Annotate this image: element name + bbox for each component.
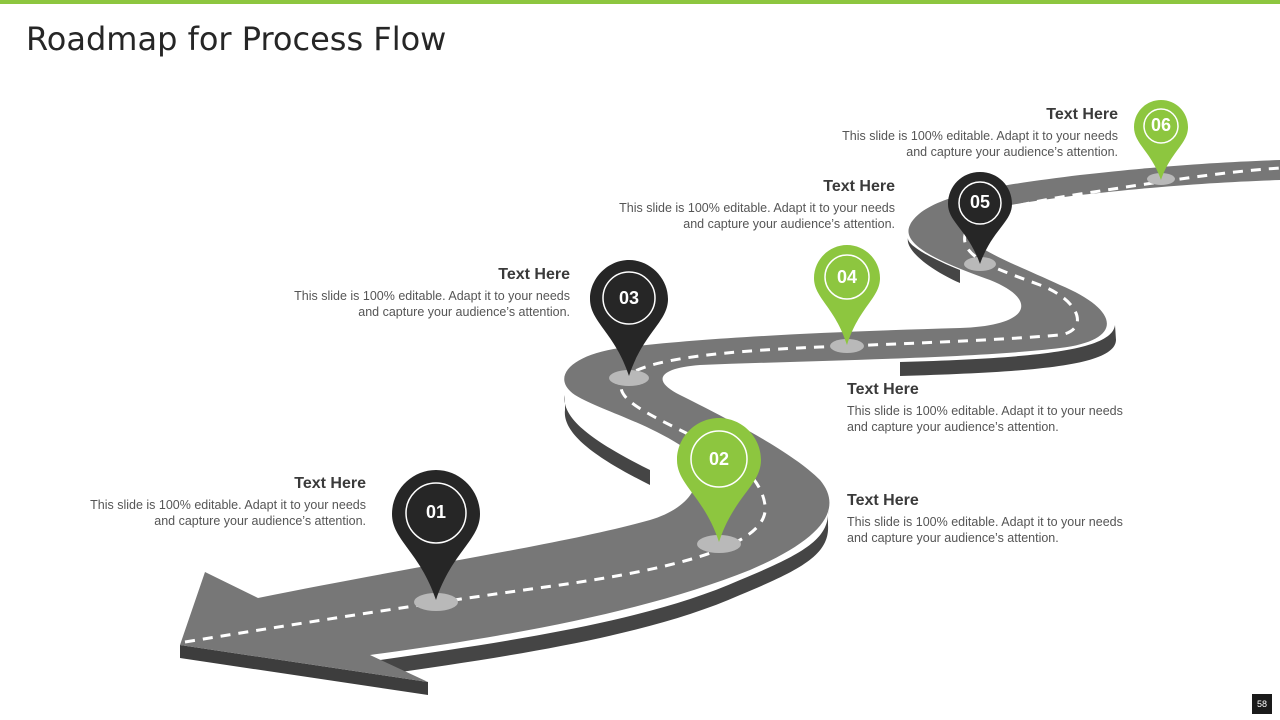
- map-pin-03: 03: [590, 260, 668, 376]
- milestone-text-04: Text Here This slide is 100% editable. A…: [847, 381, 1137, 435]
- pin-number-01: 01: [425, 502, 447, 522]
- milestone-desc-03: This slide is 100% editable. Adapt it to…: [294, 289, 570, 319]
- milestone-text-02: Text Here This slide is 100% editable. A…: [847, 492, 1137, 546]
- slide-title: Roadmap for Process Flow: [26, 20, 447, 58]
- milestone-heading-04: Text Here: [847, 381, 919, 398]
- map-pin-06: 06: [1134, 100, 1188, 180]
- pin-base-04: [830, 339, 864, 353]
- road-side: [380, 510, 829, 675]
- milestone-heading-06: Text Here: [1046, 106, 1118, 123]
- milestone-text-06: Text Here This slide is 100% editable. A…: [828, 106, 1118, 160]
- pin-number-06: 06: [1150, 115, 1172, 135]
- map-pin-05: 05: [948, 172, 1012, 264]
- road-edge: [180, 645, 428, 695]
- pin-number-04: 04: [836, 267, 858, 287]
- pin-base-03: [609, 370, 649, 386]
- pin-number-05: 05: [969, 192, 991, 212]
- milestone-desc-01: This slide is 100% editable. Adapt it to…: [90, 498, 366, 528]
- map-pin-02: 02: [677, 418, 761, 542]
- milestone-text-03: Text Here This slide is 100% editable. A…: [280, 266, 570, 320]
- milestone-desc-04: This slide is 100% editable. Adapt it to…: [847, 404, 1123, 434]
- milestone-text-05: Text Here This slide is 100% editable. A…: [605, 178, 895, 232]
- milestone-desc-06: This slide is 100% editable. Adapt it to…: [842, 129, 1118, 159]
- pin-base-01: [414, 593, 458, 611]
- milestone-text-01: Text Here This slide is 100% editable. A…: [76, 475, 366, 529]
- milestone-desc-05: This slide is 100% editable. Adapt it to…: [619, 201, 895, 231]
- milestone-desc-02: This slide is 100% editable. Adapt it to…: [847, 515, 1123, 545]
- milestone-heading-03: Text Here: [498, 266, 570, 283]
- milestone-heading-02: Text Here: [847, 492, 919, 509]
- road-center-line: [184, 166, 1280, 644]
- top-accent-line: [0, 0, 1280, 4]
- map-pin-01: 01: [392, 470, 480, 600]
- pin-base-02: [697, 535, 741, 553]
- milestone-heading-01: Text Here: [294, 475, 366, 492]
- map-pin-04: 04: [814, 245, 880, 345]
- pin-number-02: 02: [708, 449, 730, 469]
- pin-base-05: [964, 257, 996, 271]
- milestone-heading-05: Text Here: [823, 178, 895, 195]
- pin-number-03: 03: [618, 288, 640, 308]
- page-number-badge: 58: [1252, 694, 1272, 714]
